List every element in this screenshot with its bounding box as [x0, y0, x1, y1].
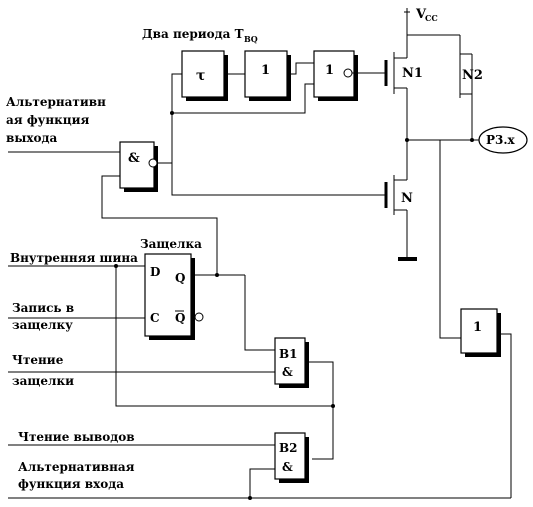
alt-out-label-3: выхода	[6, 131, 58, 145]
latch-title: Защелка	[140, 237, 202, 251]
input-buffer-symbol: 1	[473, 320, 482, 335]
inverter-bubble	[343, 68, 353, 78]
output-node	[405, 138, 484, 339]
write-latch-label-1: Запись в	[12, 301, 74, 315]
alt-out-label-2: ая функция	[6, 113, 90, 127]
vcc-sub: CC	[425, 13, 438, 23]
n2-label: N2	[462, 68, 483, 83]
b2-gate: B2 &	[274, 432, 309, 483]
buffer-block: 1	[244, 50, 291, 101]
delay-symbol: τ	[196, 68, 205, 84]
latch-wires	[8, 265, 275, 351]
b2-name: B2	[279, 441, 298, 455]
read-latch-label-2: защелки	[12, 374, 74, 388]
read-latch-label-1: Чтение	[12, 353, 64, 367]
n-label: N	[401, 191, 413, 206]
alt-in-label-1: Альтернативная	[18, 460, 135, 474]
alt-in-label-2: функция входа	[18, 477, 124, 491]
delay-chain-wires	[170, 62, 385, 115]
vcc-label: V	[415, 7, 427, 22]
alt-out-label-1: Альтернативн	[6, 95, 106, 109]
b1-gate: B1 &	[274, 337, 309, 388]
two-periods-label: Два периода T	[142, 27, 244, 41]
latch-q: Q	[175, 271, 185, 285]
and-bubble	[148, 158, 158, 168]
and-symbol: &	[128, 151, 140, 166]
latch-d: D	[150, 265, 160, 279]
inverter-block: 1	[313, 50, 358, 101]
vcc-rail	[404, 8, 461, 50]
delay-block: τ	[181, 50, 228, 101]
latch-qn-bubble	[194, 312, 204, 322]
b1-symbol: &	[282, 365, 293, 379]
inverter-symbol: 1	[325, 63, 334, 78]
b1-name: B1	[279, 347, 298, 361]
input-buffer: 1	[460, 308, 512, 498]
internal-bus-label: Внутренняя шина	[10, 251, 138, 265]
write-latch-label-2: защелку	[12, 318, 73, 332]
n1-label: N1	[402, 66, 423, 81]
b2-wires	[8, 444, 511, 500]
b1-wires	[8, 264, 335, 460]
transistor-n: N	[384, 175, 417, 261]
two-periods-sub: BQ	[244, 34, 258, 44]
output-and-gate: &	[119, 141, 158, 192]
transistor-n2: N2	[459, 50, 483, 140]
pin-p3x: P3.x	[478, 126, 528, 154]
pin-label: P3.x	[486, 133, 516, 147]
latch-block: D C Q Q	[144, 253, 204, 340]
latch-c: C	[150, 311, 160, 325]
and-gate-wires	[8, 115, 385, 275]
buffer-symbol: 1	[261, 63, 270, 78]
latch-qn: Q	[175, 311, 185, 325]
transistor-n1: N1	[384, 35, 423, 175]
read-pins-label: Чтение выводов	[18, 430, 135, 444]
b2-symbol: &	[282, 460, 293, 474]
